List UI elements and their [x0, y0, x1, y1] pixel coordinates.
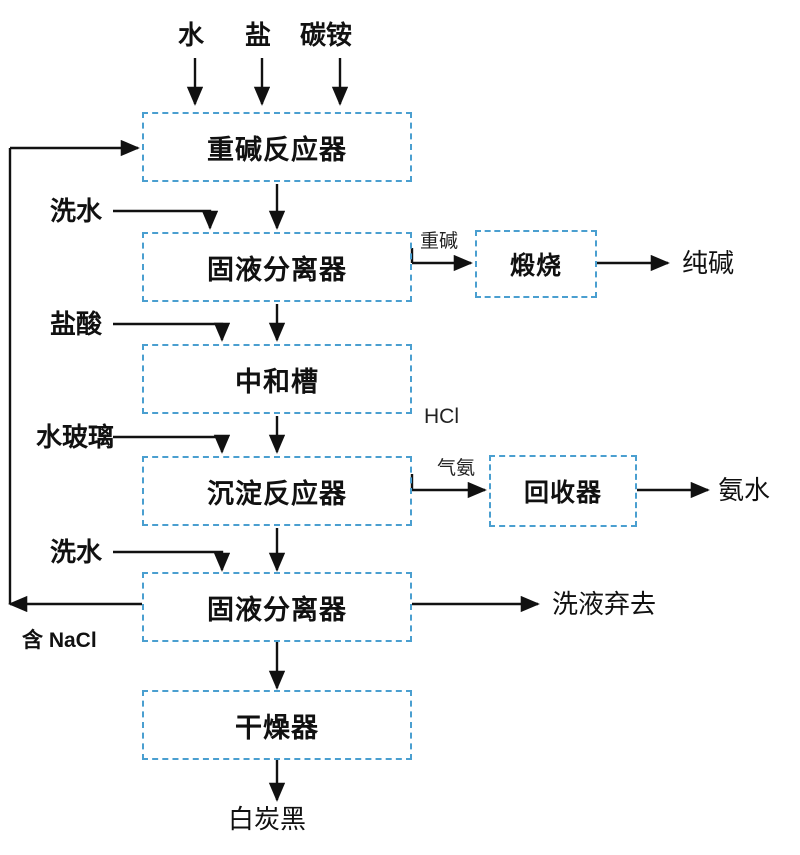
node-reactor[interactable]: 重碱反应器: [142, 112, 412, 182]
stream-label-ammonia-gas: 气氨: [437, 458, 476, 479]
stream-label-contains-nacl: 含 NaCl: [22, 629, 97, 652]
node-neutralizer-label: 中和槽: [235, 366, 319, 397]
output-label-soda-ash: 纯碱: [682, 248, 735, 278]
node-reactor-label: 重碱反应器: [207, 134, 347, 165]
input-label-ammonium-bicarbonate: 碳铵: [300, 20, 353, 50]
node-neutralizer[interactable]: 中和槽: [142, 344, 412, 414]
input-label-hydrochloric-acid: 盐酸: [50, 309, 103, 339]
node-dryer-label: 干燥器: [235, 712, 319, 743]
input-label-salt: 盐: [245, 20, 272, 50]
node-precipitation-reactor-label: 沉淀反应器: [207, 478, 347, 509]
output-label-ammonia-water: 氨水: [718, 475, 771, 505]
node-separator-2[interactable]: 固液分离器: [142, 572, 412, 642]
input-label-water-glass: 水玻璃: [36, 422, 115, 452]
node-calciner[interactable]: 煅烧: [475, 230, 597, 298]
node-separator-2-label: 固液分离器: [207, 594, 347, 625]
stream-label-bicarbonate: 重碱: [420, 231, 459, 252]
node-separator-1-label: 固液分离器: [207, 254, 347, 285]
input-label-wash-water-2: 洗水: [50, 537, 103, 567]
stream-label-hcl: HCl: [424, 405, 459, 428]
node-separator-1[interactable]: 固液分离器: [142, 232, 412, 302]
output-label-silica: 白炭黑: [228, 804, 307, 834]
node-calciner-label: 煅烧: [509, 252, 562, 280]
node-dryer[interactable]: 干燥器: [142, 690, 412, 760]
node-recovery-unit[interactable]: 回收器: [489, 455, 637, 527]
input-label-water: 水: [178, 20, 205, 50]
node-precipitation-reactor[interactable]: 沉淀反应器: [142, 456, 412, 526]
input-label-wash-water-1: 洗水: [50, 196, 103, 226]
output-label-waste-liquid: 洗液弃去: [552, 589, 657, 619]
node-recovery-unit-label: 回收器: [523, 479, 602, 507]
